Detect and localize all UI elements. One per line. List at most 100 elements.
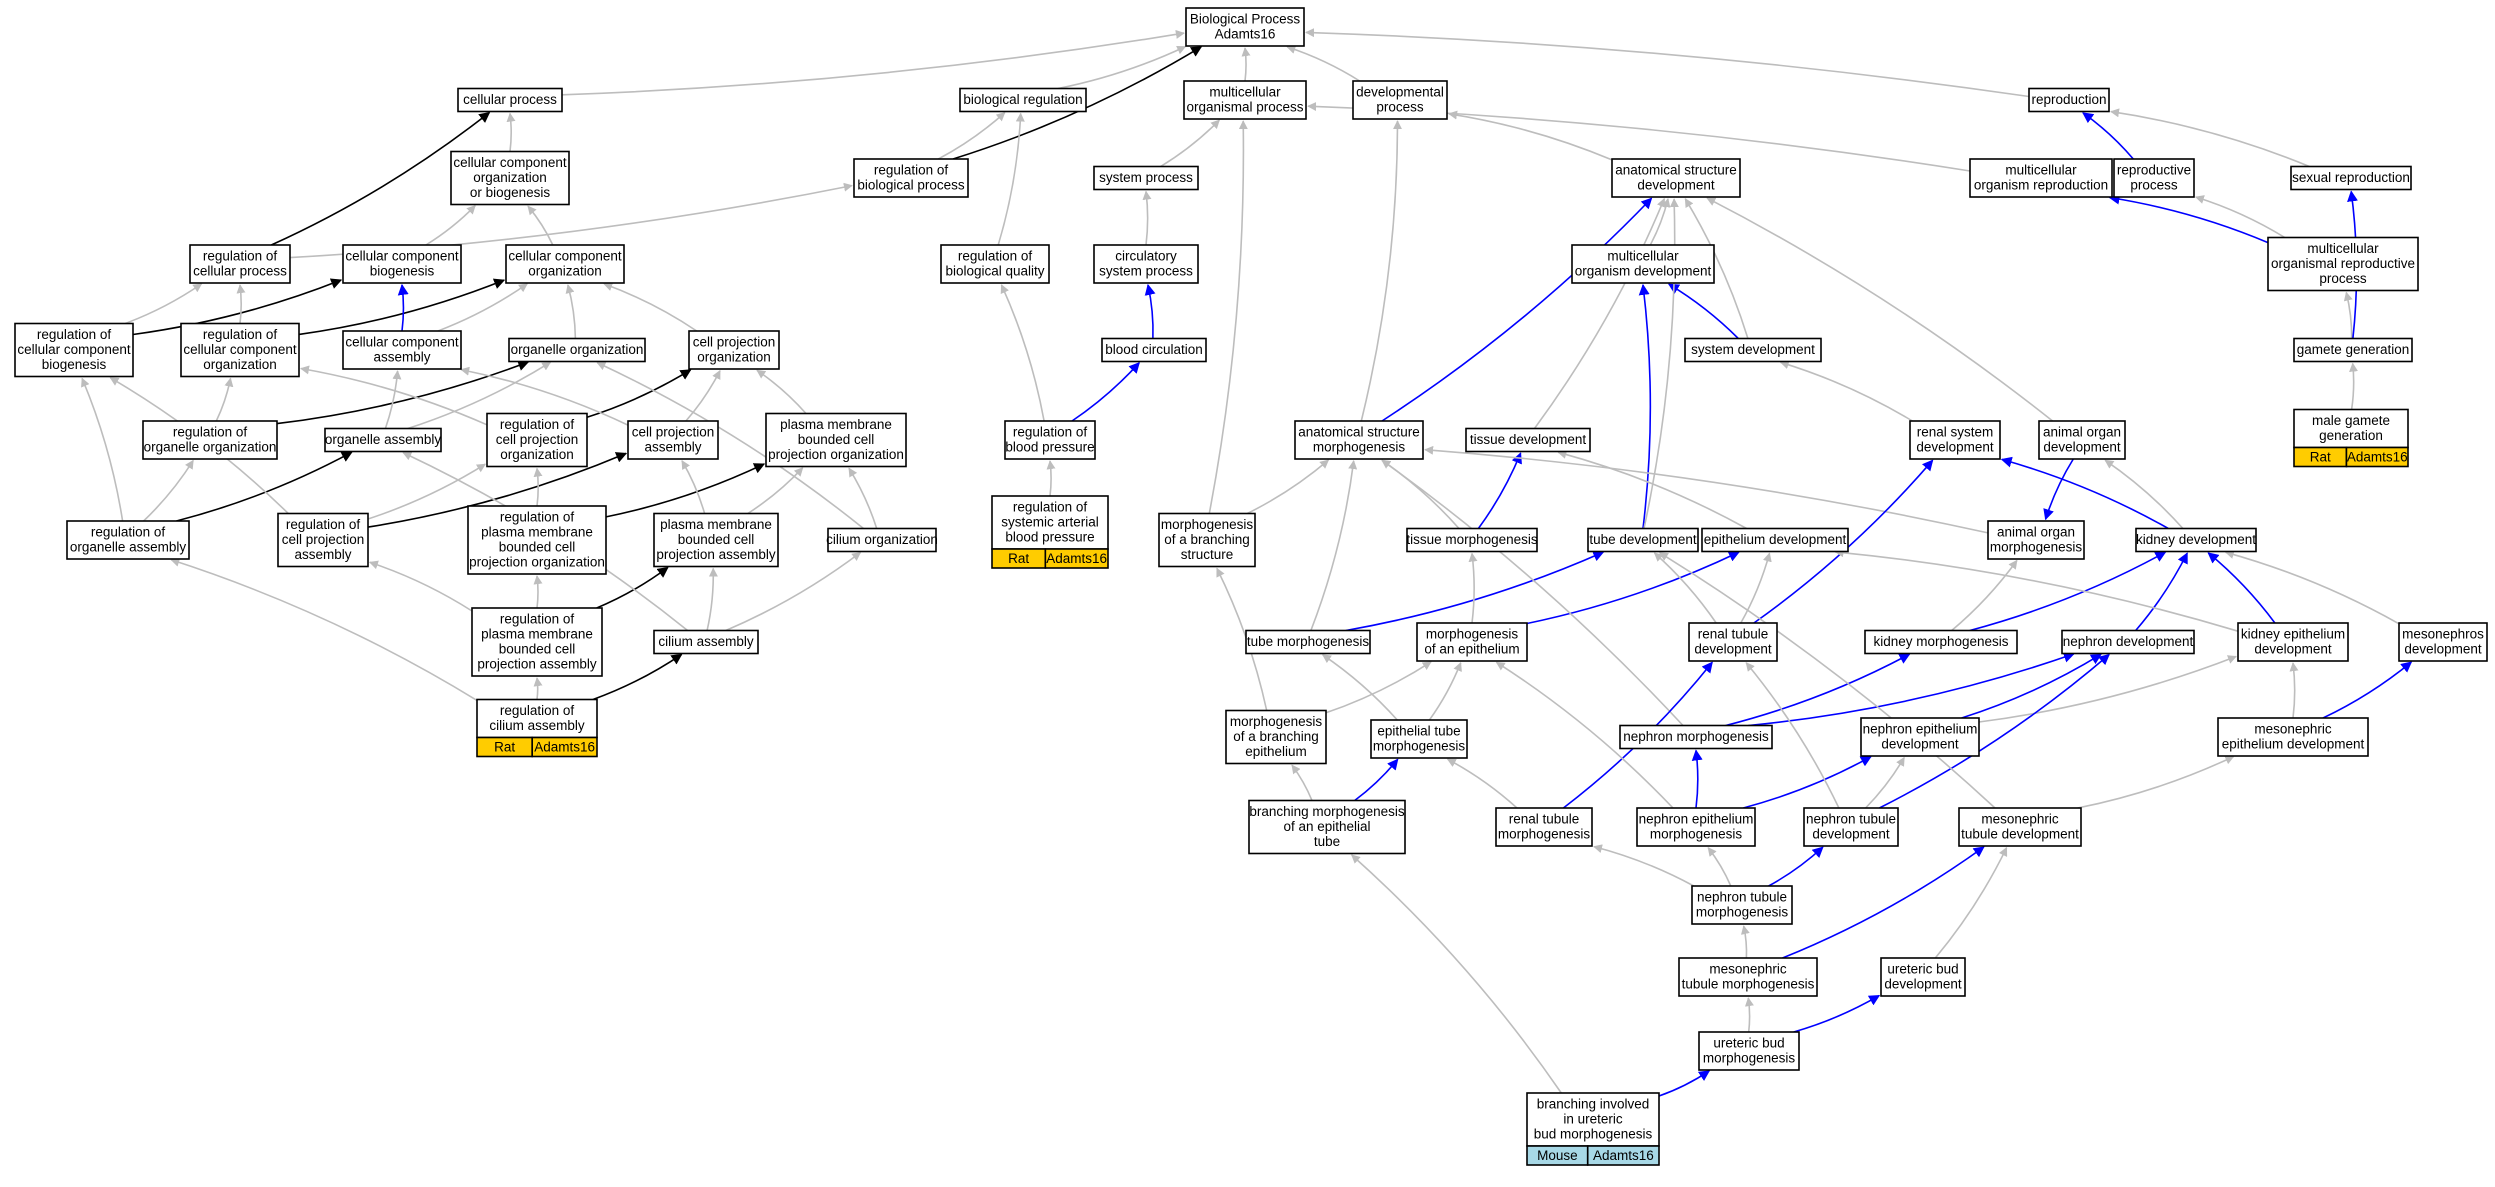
node-gamete-generation[interactable]: gamete generation [2293,337,2413,363]
node-system-process[interactable]: system process [1093,165,1199,191]
gene-badge-cell [1586,1145,1660,1166]
edge-part-of [2043,458,2074,521]
node-cilium-assembly[interactable]: cilium assembly [653,629,759,655]
node-box [2293,337,2413,363]
node-label-line: multicellular [1209,85,1281,100]
node-tube-development[interactable]: tube development [1587,527,1699,553]
node-label-line: nephron tubule [1806,812,1896,827]
node-label-line: mesonephric [1981,812,2059,827]
node-cilium-organization[interactable]: cilium organization [826,527,938,553]
node-tissue-morphogenesis[interactable]: tissue morphogenesis [1406,527,1538,553]
node-label-line: regulation of [1013,500,1088,515]
node-sexual-reproduction[interactable]: sexual reproduction [2290,165,2412,191]
node-label-line: morphogenesis [1498,827,1591,842]
edge-is-a [506,112,516,152]
node-cellular-process[interactable]: cellular process [457,87,563,113]
node-box [1803,807,1899,847]
node-organelle-organization[interactable]: organelle organization [508,337,646,363]
node-kidney-morphogenesis[interactable]: kidney morphogenesis [1864,629,2018,655]
node-label-line: Biological Process [1190,12,1301,27]
node-kidney-development[interactable]: kidney development [2135,527,2257,553]
node-system-development[interactable]: system development [1684,337,1822,363]
node-reproduction[interactable]: reproduction [2028,87,2110,113]
node-box [1987,520,2085,560]
node-organelle-assembly[interactable]: organelle assembly [324,427,442,453]
node-nephron-morphogenesis[interactable]: nephron morphogenesis [1619,724,1773,750]
node-blood-circulation[interactable]: blood circulation [1101,337,1207,363]
edge-is-a [1649,198,1671,246]
node-box [2237,622,2349,662]
node-box [476,698,598,739]
node-label-line: morphogenesis [1650,827,1743,842]
node-label-line: regulation of [500,703,575,718]
edge-is-a [236,284,246,324]
node-tube-morphogenesis[interactable]: tube morphogenesis [1245,629,1371,655]
node-label-line: system development [1691,342,1815,357]
node-biological-regulation[interactable]: biological regulation [959,87,1087,113]
node-nephron-development[interactable]: nephron development [2061,629,2195,655]
node-box [486,412,588,468]
edge-is-a [1834,548,2239,632]
node-tissue-development[interactable]: tissue development [1465,427,1591,453]
node-epithelium-development[interactable]: epithelium development [1701,527,1849,553]
edge-is-a [1643,198,1679,529]
node-box [1352,80,1448,120]
node-box [1245,629,1371,655]
